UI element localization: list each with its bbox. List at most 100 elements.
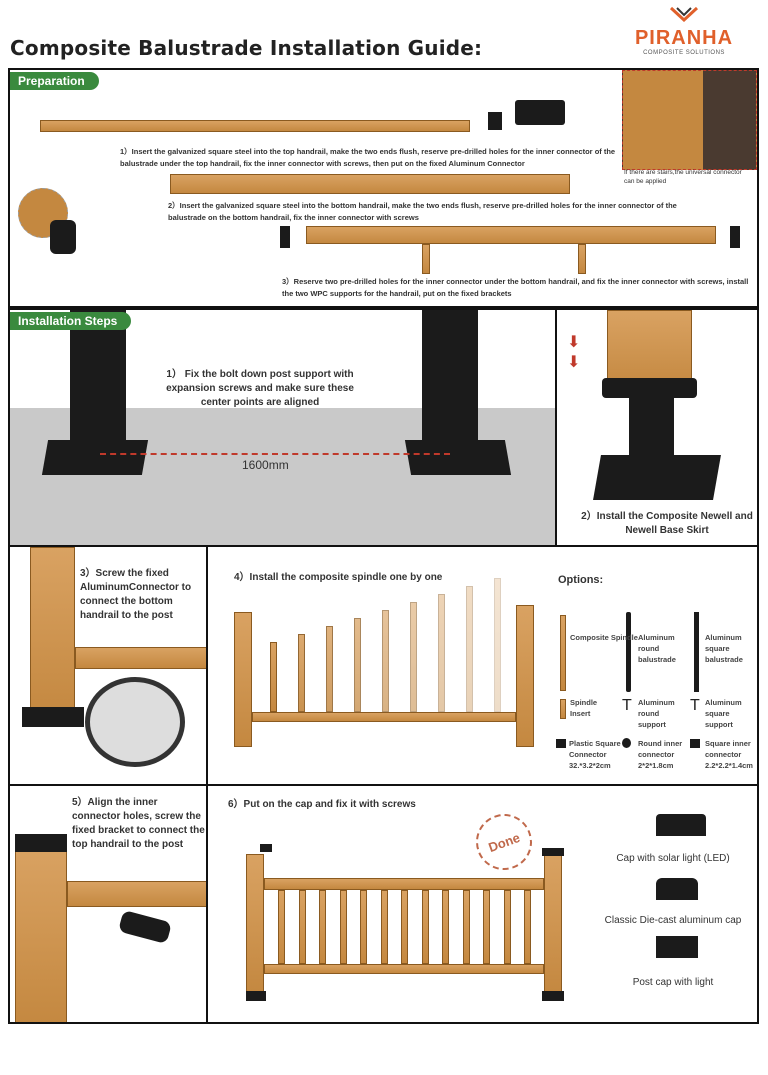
base-skirt-image <box>246 991 266 1001</box>
option-round-balustrade: Aluminum round balustrade <box>638 633 676 664</box>
spindle-image <box>524 890 531 964</box>
install-step-2: 2）Install the Composite Newell and Newel… <box>581 511 753 536</box>
round-balustrade-icon <box>626 612 631 692</box>
square-connector-icon <box>690 739 700 748</box>
bottom-handrail-image <box>264 964 544 974</box>
spindle-image <box>298 634 305 712</box>
post-image <box>234 612 252 747</box>
done-stamp: Done <box>468 806 540 878</box>
done-stamp-text: Done <box>486 829 522 855</box>
stairs-note: If there are stairs,the universal connec… <box>624 169 742 185</box>
option-square-connector: Square inner connector 2.2*2.2*1.4cm <box>705 738 765 771</box>
spindle-image <box>360 890 367 964</box>
spindle-image <box>503 890 511 964</box>
spindle-image <box>339 890 347 964</box>
post-image <box>30 547 75 717</box>
prep-step-1: 1）Insert the galvanized square steel int… <box>120 147 616 168</box>
stairs-connector-image <box>622 70 757 170</box>
spindle-image <box>442 890 449 964</box>
prep-step-3: 3）Reserve two pre-drilled holes for the … <box>282 277 749 298</box>
bracket-image <box>730 226 740 248</box>
post-image <box>246 854 264 994</box>
options-heading: Options: <box>558 574 604 586</box>
post-support-image <box>422 310 478 455</box>
spindle-image <box>421 890 429 964</box>
round-support-icon: T <box>622 697 632 714</box>
logo-mark-icon <box>669 6 699 23</box>
bracket-image <box>488 112 502 130</box>
spindle-image <box>354 618 361 712</box>
drill-image <box>50 220 76 254</box>
step-4-panel: 4）Install the composite spindle one by o… <box>206 545 759 786</box>
spindle-image <box>326 626 333 712</box>
install-step-4: 4）Install the composite spindle one by o… <box>234 572 443 583</box>
option-name: Round inner connector <box>638 739 683 759</box>
logo-subtitle: COMPOSITE SOLUTIONS <box>643 50 725 56</box>
install-step-1: 1） Fix the bolt down post support with e… <box>166 369 354 408</box>
magnifier-image <box>85 677 185 767</box>
spindle-image <box>494 578 501 712</box>
spindle-image <box>382 610 389 712</box>
page-title: Composite Balustrade Installation Guide: <box>10 36 483 60</box>
installation-label: Installation Steps <box>10 312 132 330</box>
distance-line <box>100 453 450 455</box>
step-1-panel: 1600mm 1） Fix the bolt down post support… <box>8 308 557 547</box>
step-5-panel: 5）Align the inner connector holes, screw… <box>8 784 208 1024</box>
option-square-support: Aluminum square support <box>705 698 742 729</box>
wpc-support-image <box>422 244 430 274</box>
spindle-image <box>466 586 473 712</box>
aluminum-connector-image <box>515 100 565 125</box>
spindle-image <box>319 890 326 964</box>
spindle-insert-icon <box>560 699 566 719</box>
top-handrail-image <box>264 878 544 890</box>
cap-light-label: Post cap with light <box>632 977 714 988</box>
bottom-handrail-image <box>75 647 206 669</box>
base-skirt-image <box>602 378 697 398</box>
top-handrail-image <box>67 881 206 907</box>
bottom-handrail-image <box>170 174 570 194</box>
step-6-panel: 6）Put on the cap and fix it with screws … <box>206 784 759 1024</box>
base-skirt-image <box>542 991 564 1001</box>
cap-classic-label: Classic Die-cast aluminum cap <box>604 915 742 926</box>
down-arrow-icon: ⬇⬇ <box>567 334 581 371</box>
spindle-image <box>380 890 388 964</box>
plastic-connector-icon <box>556 739 566 748</box>
install-step-6: 6）Put on the cap and fix it with screws <box>228 799 416 810</box>
prep-step-2: 2）Insert the galvanized square steel int… <box>168 201 677 222</box>
step-3-panel: 3）Screw the fixed AluminumConnector to c… <box>8 545 208 786</box>
detail-magnifier-image <box>18 188 68 238</box>
option-round-connector: Round inner connector 2*2*1.8cm <box>638 738 698 771</box>
base-skirt-image <box>22 707 84 727</box>
post-image <box>516 605 534 747</box>
option-size: 2*2*1.8cm <box>638 761 674 770</box>
piranha-logo: PIRANHA COMPOSITE SOLUTIONS <box>634 6 734 57</box>
preparation-label: Preparation <box>10 72 99 90</box>
square-balustrade-icon <box>694 612 699 692</box>
spindle-image <box>401 890 408 964</box>
post-support-image <box>629 398 674 458</box>
post-image <box>544 854 562 994</box>
distance-label: 1600mm <box>242 458 289 472</box>
install-step-3: 3）Screw the fixed AluminumConnector to c… <box>80 568 192 621</box>
option-name: Square inner connector <box>705 739 751 759</box>
option-name: Plastic Square Connector <box>569 739 621 759</box>
bottom-handrail-image <box>252 712 516 722</box>
step-2-panel: ⬇⬇ 2）Install the Composite Newell and Ne… <box>555 308 759 547</box>
round-connector-icon <box>622 738 631 748</box>
cap-solar-label: Cap with solar light (LED) <box>616 853 730 864</box>
logo-name: PIRANHA <box>634 27 734 49</box>
option-spindle-insert: Spindle Insert <box>570 698 598 718</box>
solar-cap-product-image <box>656 814 706 836</box>
spindle-image <box>462 890 470 964</box>
top-handrail-image <box>40 120 470 132</box>
wpc-support-image <box>578 244 586 274</box>
option-size: 2.2*2.2*1.4cm <box>705 761 753 770</box>
spindle-image <box>298 890 306 964</box>
cap-image <box>542 848 564 856</box>
preparation-panel: Preparation If there are stairs,the univ… <box>8 68 759 308</box>
bracket-image <box>280 226 290 248</box>
spindle-image <box>438 594 445 712</box>
spindle-image <box>410 602 417 712</box>
install-step-5: 5）Align the inner connector holes, screw… <box>72 797 205 850</box>
